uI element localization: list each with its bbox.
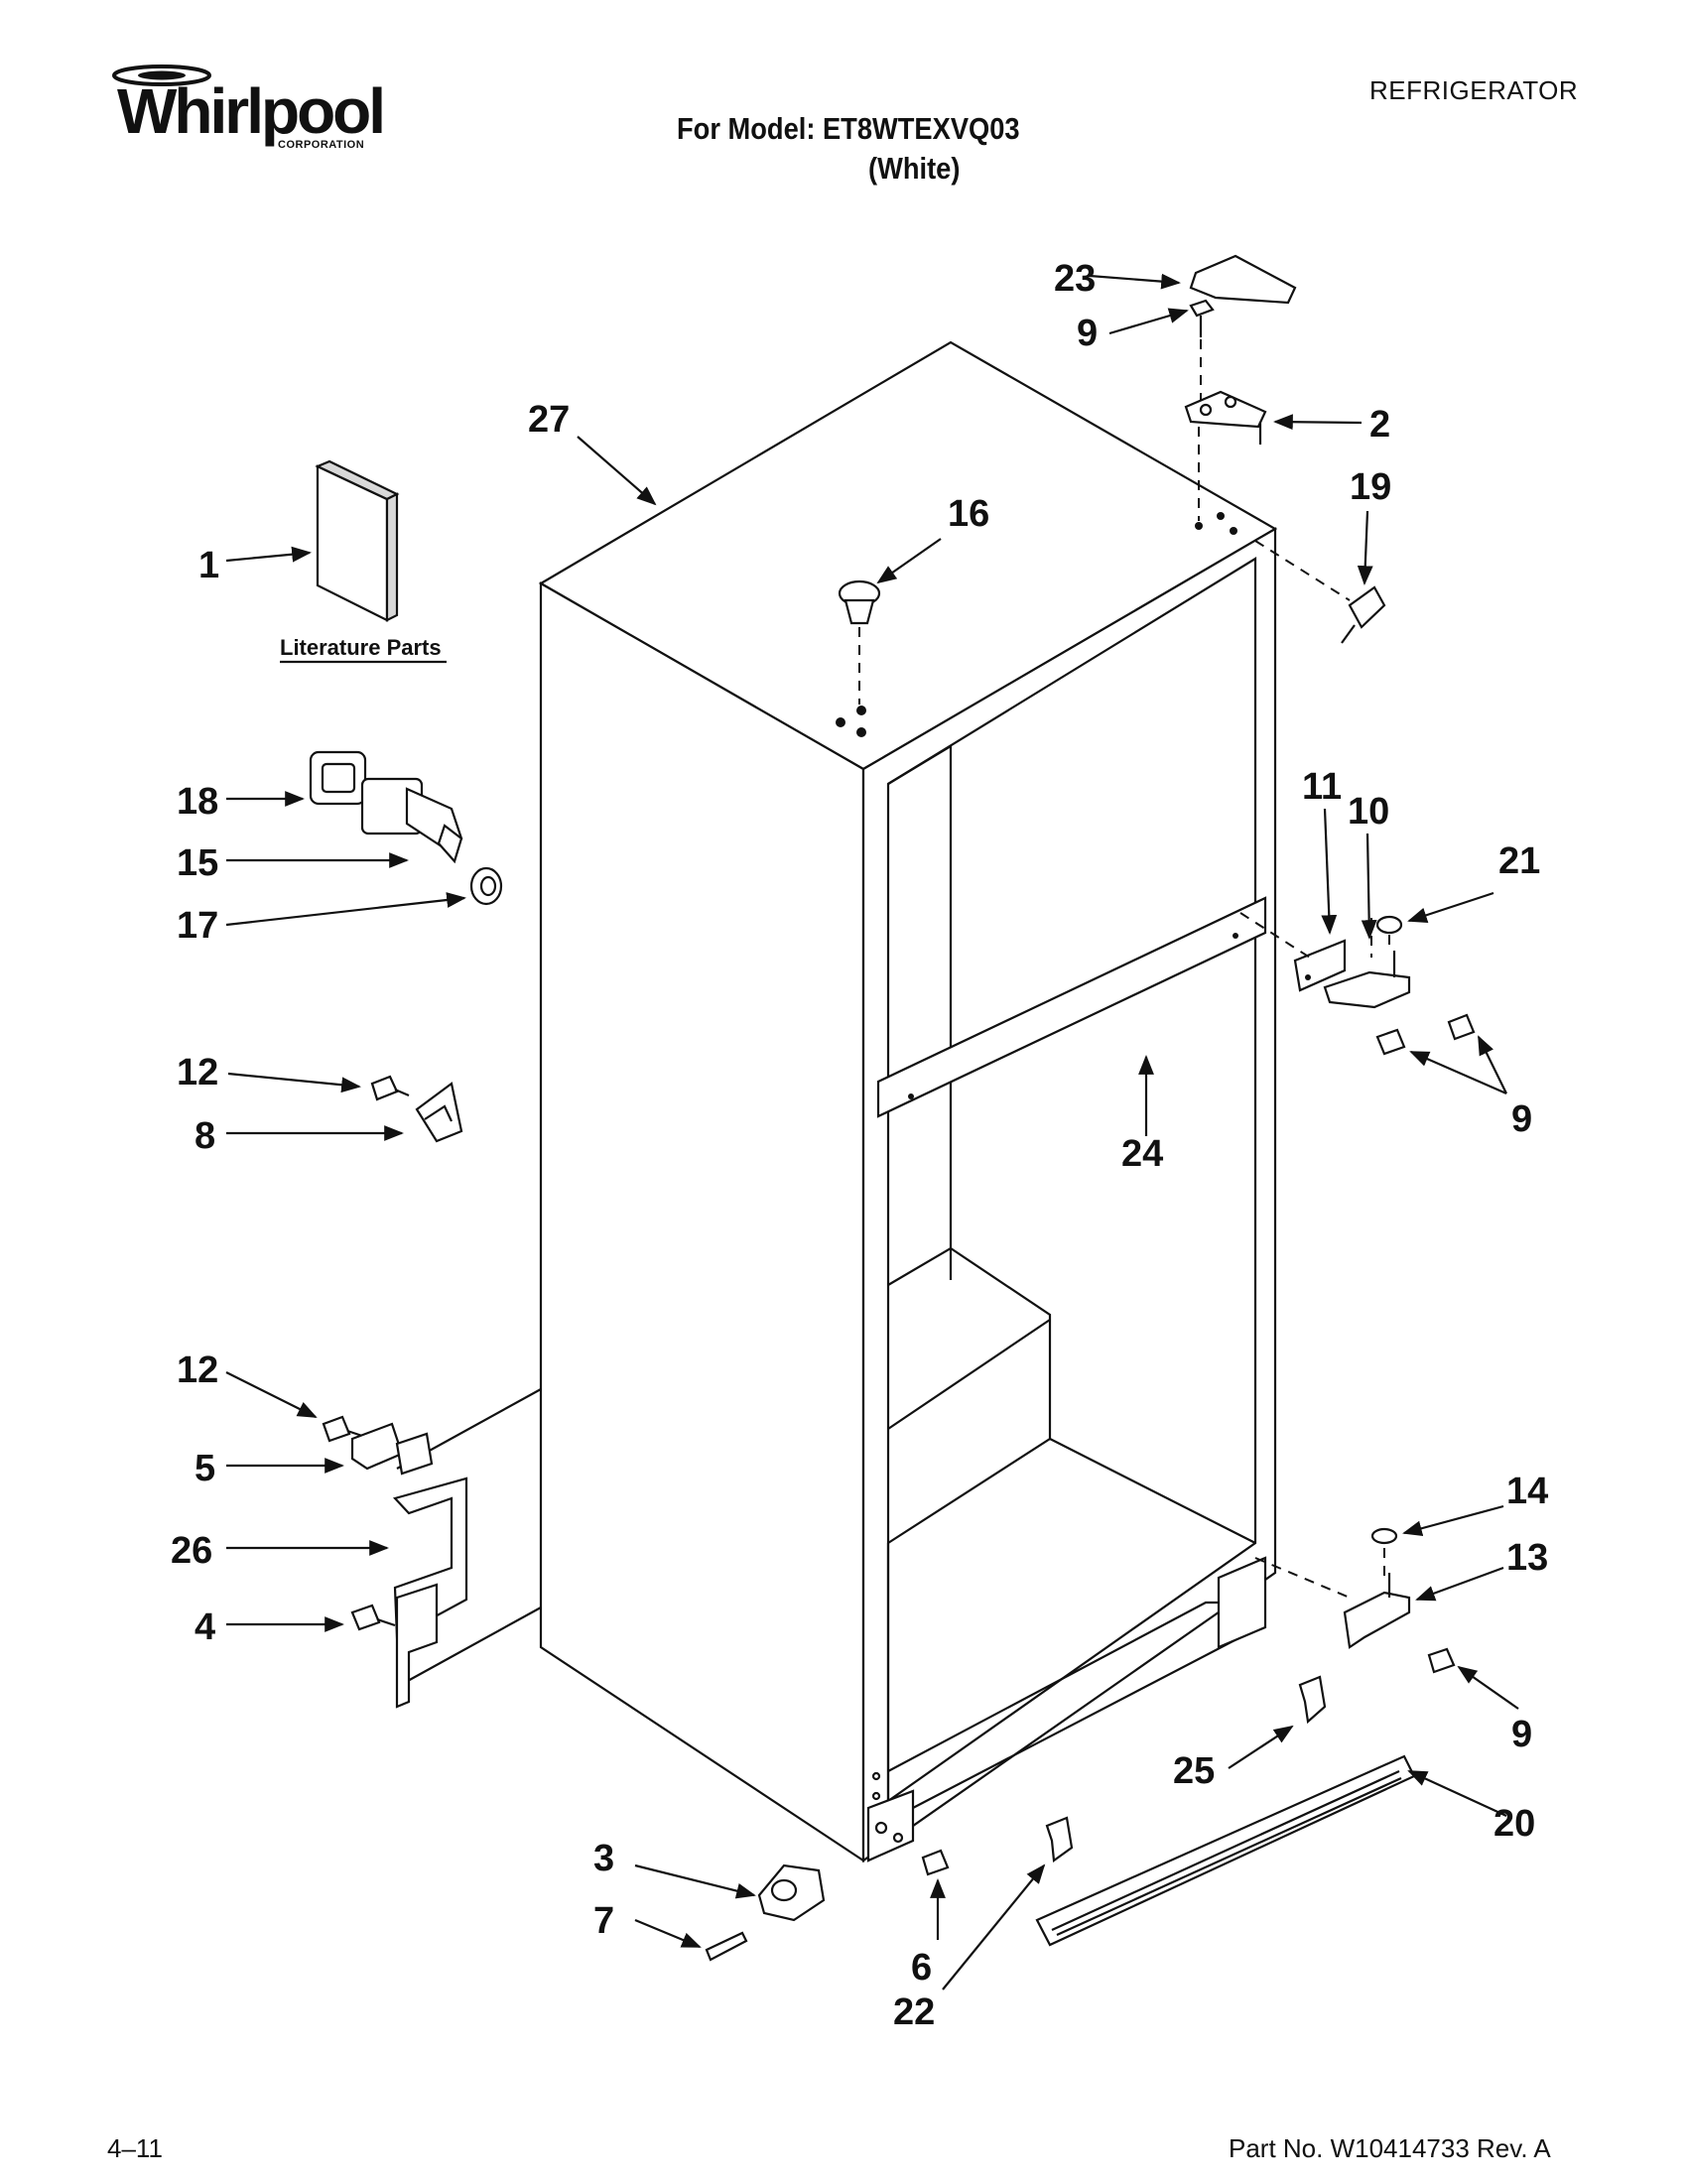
logo-wordmark: Whirlpool xyxy=(117,75,386,147)
callout-5: 5 xyxy=(195,1448,215,1489)
callout-26: 26 xyxy=(171,1530,212,1572)
page-category: REFRIGERATOR xyxy=(1369,75,1579,105)
callout-2: 2 xyxy=(1369,404,1390,446)
callout-4: 4 xyxy=(195,1606,215,1648)
hinge-pin-15 xyxy=(360,777,463,864)
hinge-cover-19 xyxy=(1254,540,1386,644)
callout-16: 16 xyxy=(948,493,989,535)
center-hinge-10 xyxy=(1239,912,1411,1009)
callout-1: 1 xyxy=(198,545,219,586)
callout-9-lower: 9 xyxy=(1511,1714,1532,1755)
literature-parts-1: Literature Parts xyxy=(280,459,447,664)
washer-21 xyxy=(1375,915,1403,953)
toe-grille-20 xyxy=(1035,1754,1416,1947)
screw-12-lower xyxy=(322,1415,366,1443)
callout-8: 8 xyxy=(195,1115,215,1157)
lower-front-mount xyxy=(866,1789,915,1863)
logo-corporation: CORPORATION xyxy=(278,139,365,151)
callout-12-lower: 12 xyxy=(177,1349,218,1391)
callout-18: 18 xyxy=(177,781,218,823)
screw-4 xyxy=(350,1604,396,1631)
literature-parts-label: Literature Parts xyxy=(280,635,442,660)
clip-22 xyxy=(1045,1816,1074,1863)
model-color: (White) xyxy=(868,151,961,186)
callout-12-upper: 12 xyxy=(177,1052,218,1093)
model-title: For Model: ET8WTEXVQ03 xyxy=(677,111,1020,146)
callout-13: 13 xyxy=(1506,1537,1548,1579)
callout-7: 7 xyxy=(593,1900,614,1942)
bushing-17 xyxy=(469,866,503,906)
bracket-5 xyxy=(350,1422,434,1476)
callout-11: 11 xyxy=(1302,766,1342,808)
mullion-24 xyxy=(876,896,1267,1118)
pin-7 xyxy=(705,1931,748,1962)
callout-20: 20 xyxy=(1493,1803,1535,1845)
callout-27: 27 xyxy=(528,399,570,441)
cabinet-27 xyxy=(396,340,1278,1863)
callout-6: 6 xyxy=(911,1947,932,1989)
callout-9-top: 9 xyxy=(1077,313,1098,354)
page-number: 4–11 xyxy=(107,2133,163,2163)
callout-21: 21 xyxy=(1498,840,1540,882)
part-number: Part No. W10414733 Rev. A xyxy=(1229,2133,1551,2163)
hinge-cap-23 xyxy=(1189,254,1297,305)
top-hinge-2 xyxy=(1184,390,1267,521)
screw-9-lower xyxy=(1427,1647,1456,1674)
screws-9-mid xyxy=(1375,1013,1476,1056)
washer-14 xyxy=(1370,1527,1398,1578)
hinge-shim-11 xyxy=(1293,939,1347,992)
logo-swirl-icon xyxy=(112,64,211,86)
screw-6 xyxy=(921,1849,950,1876)
callout-19: 19 xyxy=(1350,466,1391,508)
screw-9-top xyxy=(1189,299,1215,402)
callout-22: 22 xyxy=(893,1991,935,2033)
leveling-3 xyxy=(757,1863,826,1922)
callout-24: 24 xyxy=(1121,1133,1163,1175)
callout-23: 23 xyxy=(1054,258,1096,300)
callout-14: 14 xyxy=(1506,1471,1548,1512)
whirlpool-logo: Whirlpool CORPORATION xyxy=(107,62,386,161)
bracket-8 xyxy=(415,1082,463,1143)
callout-15: 15 xyxy=(177,842,218,884)
door-stop-18 xyxy=(309,750,367,806)
callout-3: 3 xyxy=(593,1838,614,1879)
callout-10: 10 xyxy=(1348,791,1389,833)
screw-12-upper xyxy=(370,1075,410,1101)
callout-17: 17 xyxy=(177,905,218,947)
callout-9-mid: 9 xyxy=(1511,1098,1532,1140)
plug-16 xyxy=(838,579,881,705)
lower-hinge-mount xyxy=(1217,1556,1267,1649)
lower-hinge-13 xyxy=(1254,1557,1411,1649)
clip-25 xyxy=(1298,1675,1327,1725)
lower-plate xyxy=(395,1583,439,1709)
callout-25: 25 xyxy=(1173,1750,1215,1792)
